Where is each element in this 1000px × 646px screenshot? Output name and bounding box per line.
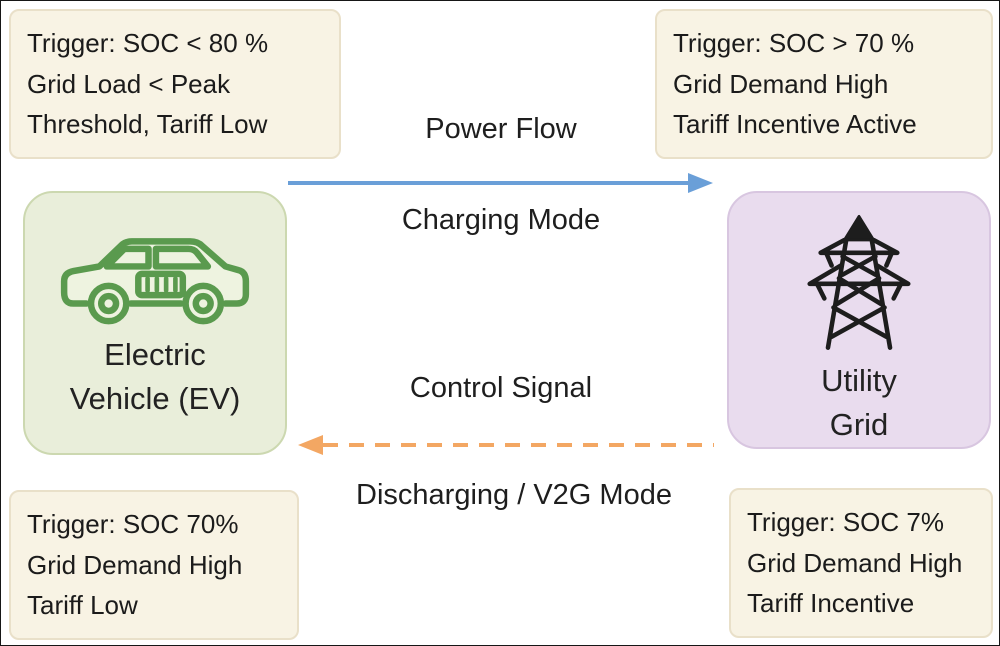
ev-node-label: Electric Vehicle (EV) [70, 333, 241, 421]
ev-node-label-line2: Vehicle (EV) [69, 381, 241, 417]
trigger-line: Grid Demand High [27, 549, 243, 580]
trigger-line: Tariff Low [27, 590, 138, 621]
ev-node-label-line1: Electric [104, 337, 206, 372]
trigger-line: Threshold, Tariff Low [27, 109, 268, 140]
trigger-line: Trigger: SOC 7% [747, 507, 944, 537]
utility-grid-node: Utility Grid [727, 191, 991, 449]
trigger-box-ev-discharging: Trigger: SOC 70% Grid Demand High Tariff… [9, 490, 299, 640]
trigger-line: Trigger: SOC < 80 % [27, 28, 269, 58]
trigger-line: Grid Demand High [673, 68, 889, 99]
ev-car-icon [60, 238, 250, 325]
discharging-arrow [298, 435, 714, 455]
trigger-line: Grid Demand High [747, 547, 963, 578]
trigger-line: Grid Load < Peak [27, 68, 231, 99]
discharging-mode-label: Discharging / V2G Mode [356, 479, 672, 511]
trigger-line: Tariff Incentive Active [673, 109, 917, 140]
transmission-tower-icon [807, 214, 911, 350]
power-flow-label: Power Flow [425, 113, 577, 145]
trigger-line: Trigger: SOC 70% [27, 509, 239, 539]
grid-node-label: Utility Grid [821, 359, 897, 447]
charging-arrow [288, 173, 713, 193]
trigger-box-grid-discharging: Trigger: SOC 7% Grid Demand High Tariff … [729, 488, 993, 638]
grid-node-label-line1: Utility [821, 362, 897, 398]
trigger-box-ev-charging: Trigger: SOC < 80 % Grid Load < Peak Thr… [9, 9, 341, 159]
trigger-line: Trigger: SOC > 70 % [673, 28, 915, 58]
grid-node-label-line2: Grid [829, 406, 889, 442]
charging-mode-label: Charging Mode [401, 204, 601, 236]
control-signal-label: Control Signal [409, 372, 593, 404]
ev-node: Electric Vehicle (EV) [23, 191, 287, 455]
trigger-box-grid-charging: Trigger: SOC > 70 % Grid Demand High Tar… [655, 9, 993, 159]
trigger-line: Tariff Incentive [747, 588, 915, 619]
